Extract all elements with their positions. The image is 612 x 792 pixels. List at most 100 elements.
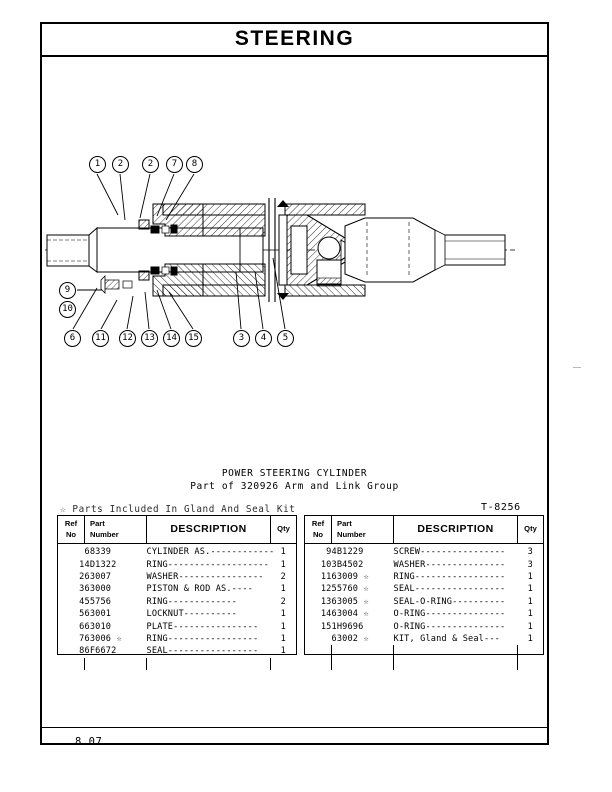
callout-bubble[interactable]: 5 [277, 330, 294, 347]
rod-end [46, 234, 90, 267]
cell-part-number: 63005 ☆ [331, 596, 369, 607]
cell-description: CYLINDER AS.------------ [146, 547, 275, 558]
header-qty: Qty [270, 516, 296, 544]
cell-description: RING------------- [146, 596, 238, 607]
cell-description: RING------------------- [146, 559, 269, 570]
callout-bubble[interactable]: 13 [141, 330, 158, 347]
cylinder-section-drawing: 1 2 2 7 8 9 10 6 11 12 13 14 15 3 4 5 [45, 140, 545, 365]
cell-qty: 3 [527, 547, 533, 558]
callout-bubble[interactable]: 11 [92, 330, 109, 347]
cell-part-number: 6F6672 [84, 646, 117, 657]
cylinder-closed-head [278, 214, 358, 287]
cell-ref-no: 1 [79, 559, 85, 570]
cell-ref-no: 13 [320, 596, 332, 607]
cell-description: WASHER---------------- [146, 571, 264, 582]
cell-qty: 3 [527, 559, 533, 570]
callout-bubble[interactable]: 2 [112, 156, 129, 173]
ball-detail [317, 236, 341, 260]
cell-ref-no: 14 [320, 609, 332, 620]
callout-bubble[interactable]: 4 [255, 330, 272, 347]
callout-bubble[interactable]: 15 [185, 330, 202, 347]
figure-caption: POWER STEERING CYLINDER Part of 320926 A… [40, 468, 549, 493]
cell-description: SEAL-O-RING---------- [393, 596, 506, 607]
cell-ref-no [58, 544, 85, 559]
cell-ref-no: 7 [79, 633, 85, 644]
callout-bubble[interactable]: 9 [59, 282, 76, 299]
margin-registration-tick [573, 367, 581, 368]
header-part-number: Part Number [84, 516, 147, 544]
cell-part-number: 63006 ☆ [84, 633, 122, 644]
cell-part-number: 55756 [84, 596, 112, 607]
cell-ref-no: 12 [320, 584, 332, 595]
footer-divider [40, 727, 549, 728]
cell-part-number: 4B1229 [331, 547, 364, 558]
cell-ref-no [305, 633, 332, 645]
figure-code: T-8256 [481, 502, 521, 513]
cell-qty: 2 [280, 596, 286, 607]
cell-qty: 1 [527, 584, 533, 595]
cell-qty: 1 [527, 621, 533, 632]
callout-bubble[interactable]: 12 [119, 330, 136, 347]
port-arrow-markers [277, 200, 289, 300]
caption-line-1: POWER STEERING CYLINDER [221, 468, 368, 479]
table-row-filler [305, 657, 543, 670]
cell-part-number: 63007 [84, 571, 112, 582]
cell-description: KIT, Gland & Seal--- [393, 633, 500, 644]
cell-qty: 1 [280, 559, 286, 570]
cell-part-number: 63004 ☆ [331, 609, 369, 620]
cell-ref-no: 3 [79, 584, 85, 595]
cell-qty: 1 [527, 633, 533, 644]
piston-head-flange [202, 214, 266, 286]
cylinder-drawing-svg [45, 173, 515, 330]
section-break-lines [268, 198, 276, 302]
header-description: DESCRIPTION [393, 516, 518, 544]
callout-bubble[interactable]: 14 [163, 330, 180, 347]
callout-bubble[interactable]: 3 [233, 330, 250, 347]
cell-part-number: 63001 [84, 609, 112, 620]
cell-ref-no: 5 [79, 609, 85, 620]
table-row[interactable]: 63002 ☆KIT, Gland & Seal---1 [305, 633, 543, 645]
cell-description: O-RING--------------- [393, 609, 506, 620]
cell-description: O-RING--------------- [393, 621, 506, 632]
cell-part-number: 63010 [84, 621, 112, 632]
cell-qty: 1 [527, 571, 533, 582]
header-ref-no: Ref No [58, 516, 85, 544]
cell-part-number: 63009 ☆ [331, 571, 369, 582]
table-row-filler [305, 645, 543, 658]
page-number: 8.07 [75, 736, 103, 748]
cell-ref-no: 4 [79, 596, 85, 607]
cell-ref-no: 2 [79, 571, 85, 582]
callout-bubble[interactable]: 10 [59, 301, 76, 318]
cell-qty: 2 [280, 571, 286, 582]
callout-bubble[interactable]: 7 [166, 156, 183, 173]
cell-ref-no: 10 [320, 559, 332, 570]
callout-bubble[interactable]: 6 [64, 330, 81, 347]
cell-description: RING----------------- [393, 571, 506, 582]
callout-bubble[interactable]: 2 [142, 156, 159, 173]
callout-bubble[interactable]: 8 [186, 156, 203, 173]
callout-bubble[interactable]: 1 [89, 156, 106, 173]
cell-description: SCREW---------------- [393, 547, 506, 558]
cell-qty: 1 [280, 547, 286, 558]
cell-ref-no: 8 [79, 646, 85, 657]
header-qty: Qty [517, 516, 543, 544]
cell-qty: 1 [280, 584, 286, 595]
cell-qty: 1 [527, 609, 533, 620]
